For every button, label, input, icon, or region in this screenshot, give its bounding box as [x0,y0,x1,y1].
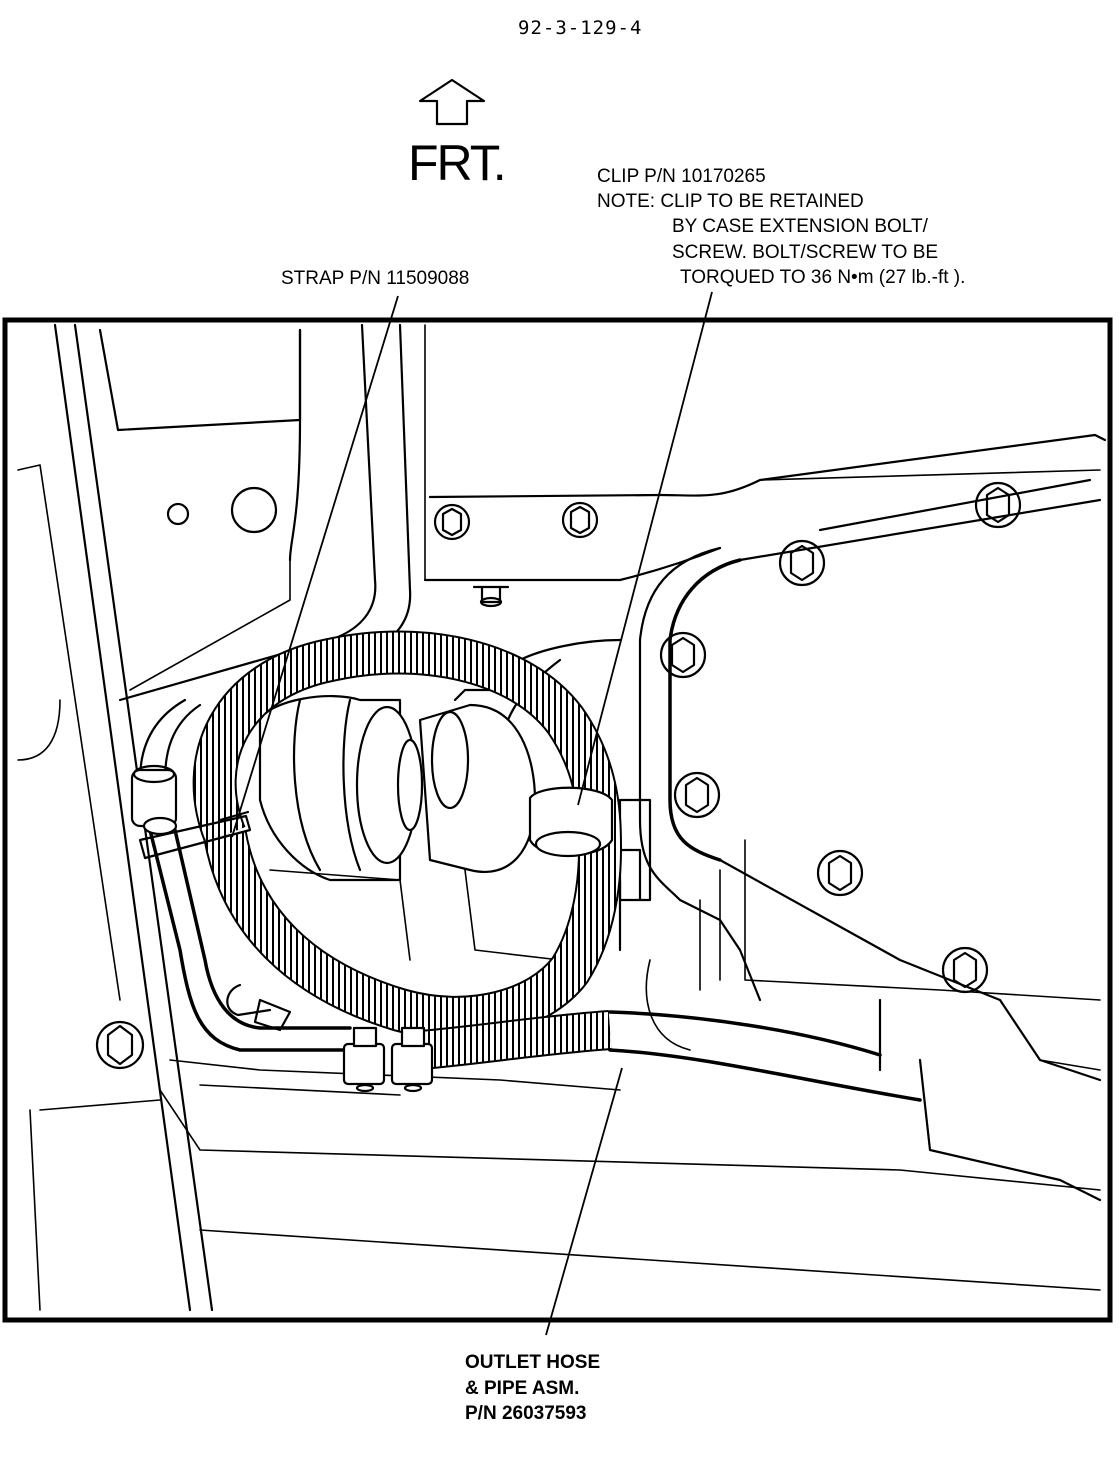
bolt-9 [95,1020,145,1070]
clip-note-line-1: NOTE: CLIP TO BE RETAINED [597,191,864,212]
hose-connector-2 [390,1026,434,1093]
clip-leader-line [577,291,713,806]
output-yoke [258,688,561,961]
detail-frame [2,317,1113,1323]
figure-code: 92-3-129-4 [518,17,642,39]
front-direction-label: FRT. [408,135,505,191]
clip-part-number: CLIP P/N 10170265 [597,166,766,187]
bolt-5 [659,631,707,679]
pipe-clip-left [130,764,178,836]
transmission-drawing [17,323,1107,1312]
clip-note-line-3: SCREW. BOLT/SCREW TO BE [672,242,938,263]
bolt-4 [778,539,826,587]
bolt-7 [816,849,864,897]
bolt-1 [433,503,471,541]
ground-clip [226,983,292,1032]
outlet-hose-line-3: P/N 26037593 [465,1403,587,1424]
outlet-hose-line-1: OUTLET HOSE [465,1352,600,1373]
clip-note-line-2: BY CASE EXTENSION BOLT/ [672,216,929,237]
outlet-hose [192,630,622,1070]
strap-callout: STRAP P/N 11509088 [281,268,469,289]
front-arrow-icon [418,78,486,126]
outlet-hose-leader-line [545,1067,623,1336]
strap-leader-line [231,295,399,838]
outlet-hose-callout: OUTLET HOSE & PIPE ASM. P/N 26037593 [465,1352,600,1424]
clip [528,786,614,858]
bolt-2 [561,501,599,539]
outlet-pipe [29,698,1101,1311]
strap [138,810,252,860]
hose-connector-1 [342,1026,386,1093]
clip-note-line-4: TORQUED TO 36 N•m (27 lb.-ft ). [680,267,965,288]
bolt-6 [673,771,721,819]
clip-callout: CLIP P/N 10170265 NOTE: CLIP TO BE RETAI… [597,166,965,288]
outlet-hose-line-2: & PIPE ASM. [465,1378,579,1399]
